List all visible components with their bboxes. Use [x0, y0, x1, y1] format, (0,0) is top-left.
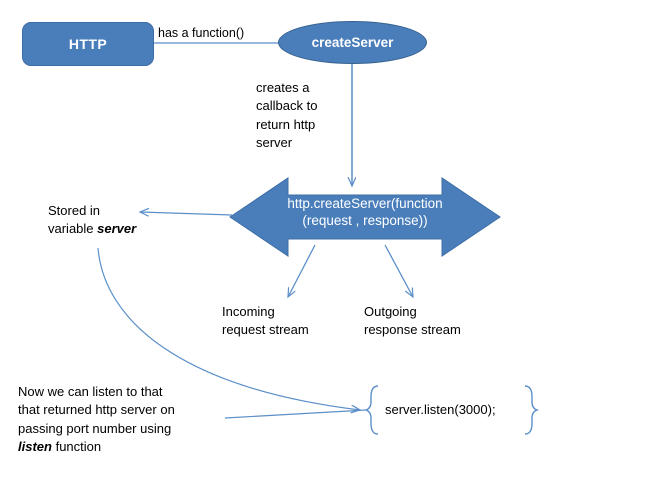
- left-right-arrow-shape: [229, 177, 501, 257]
- label-stored-in-prefix: Stored in variable: [48, 203, 101, 237]
- label-now-we-can-listen: Now we can listen to that that returned h…: [18, 383, 175, 457]
- label-creates-callback: creates a callback to return http server: [256, 80, 318, 151]
- right-curly-brace: [524, 385, 540, 435]
- node-http-label: HTTP: [68, 35, 108, 52]
- label-now-listen-line3: passing port number using: [18, 420, 172, 436]
- node-http-box[interactable]: HTTP: [22, 22, 154, 66]
- connector-to-incoming-stream: [288, 244, 316, 297]
- label-outgoing-response-stream: Outgoing response stream: [364, 304, 461, 338]
- label-now-listen-line4-tail: function: [51, 439, 102, 455]
- connector-to-outgoing-stream: [384, 244, 413, 297]
- node-createserver-label: createServer: [311, 34, 394, 50]
- label-server-listen-code: server.listen(3000);: [385, 402, 496, 417]
- connector-arrowshape-to-stored-label: [140, 212, 233, 215]
- label-stored-in-emphasis: server: [97, 221, 137, 237]
- label-incoming-request-stream: Incoming request stream: [222, 304, 309, 338]
- label-stored-in-variable: Stored in variable server: [48, 202, 136, 239]
- label-has-a-function: has a function(): [158, 26, 245, 40]
- left-curly-brace: [363, 385, 379, 435]
- connector-server-to-listen-brace: [97, 247, 360, 410]
- label-now-listen-line2: that returned http server on: [18, 402, 175, 418]
- label-now-listen-line1: Now we can listen to that: [18, 384, 163, 399]
- label-now-listen-emphasis: listen: [18, 439, 52, 455]
- connector-paragraph-to-listen-brace: [224, 409, 367, 419]
- node-createserver-ellipse[interactable]: createServer: [278, 21, 427, 64]
